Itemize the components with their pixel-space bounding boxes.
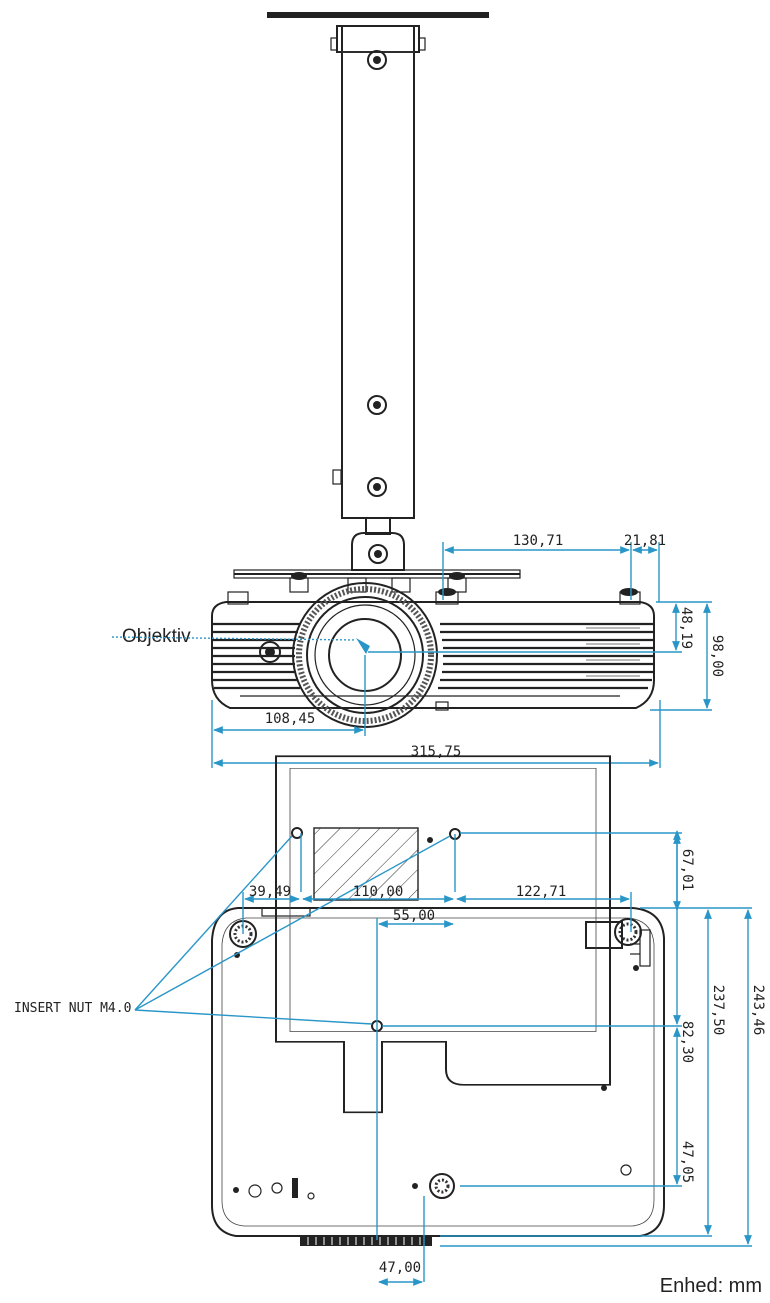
dim-55-00: 55,00 bbox=[393, 908, 435, 924]
mount-collar bbox=[336, 25, 420, 53]
dim-47-05: 47,05 bbox=[679, 1141, 695, 1183]
insert-nut-callout-label: INSERT NUT M4.0 bbox=[14, 1001, 131, 1016]
front-body-outline bbox=[211, 601, 655, 709]
front-vent-right bbox=[438, 622, 654, 690]
dim-243-46: 243,46 bbox=[750, 985, 766, 1036]
lens-callout-leader bbox=[111, 636, 357, 641]
dim-39-49: 39,49 bbox=[249, 884, 291, 900]
ceiling-mount bbox=[233, 12, 521, 593]
front-panel-grille bbox=[586, 627, 640, 677]
pole-bolt-bottom-icon bbox=[367, 477, 387, 497]
recessed-panel bbox=[275, 755, 611, 1114]
dim-237-50: 237,50 bbox=[710, 985, 726, 1036]
ceiling-plate bbox=[267, 12, 489, 18]
pole-clip bbox=[332, 469, 342, 485]
swivel-joint bbox=[351, 532, 405, 571]
dim-82-30: 82,30 bbox=[679, 1021, 695, 1063]
projector-bottom-view bbox=[211, 755, 665, 1246]
security-lock-icon bbox=[248, 1178, 315, 1200]
insert-nut-1-icon bbox=[291, 827, 303, 839]
swivel-neck bbox=[365, 517, 391, 535]
ir-sensor-icon bbox=[259, 641, 281, 663]
focus-ring-gear bbox=[300, 1236, 432, 1246]
front-view-dimensions: 130,71 21,81 48,19 98,00 108,45 315,75 bbox=[211, 533, 725, 768]
bottom-view-dimensions: 39,49 110,00 122,71 55,00 67,01 82,30 47… bbox=[242, 830, 766, 1286]
lens-callout-label: Objektiv bbox=[122, 626, 191, 647]
lens-center-arrow-icon bbox=[356, 638, 370, 654]
io-connector-area bbox=[585, 921, 651, 971]
pole-bolt-top-icon bbox=[367, 50, 387, 70]
rear-foot-right-icon bbox=[614, 918, 642, 946]
dim-48-19: 48,19 bbox=[678, 607, 694, 649]
mount-pole bbox=[341, 25, 415, 519]
front-vent-left bbox=[212, 622, 300, 690]
dim-98-00: 98,00 bbox=[709, 635, 725, 677]
pole-bolt-middle-icon bbox=[367, 395, 387, 415]
front-foot-icon bbox=[429, 1173, 455, 1199]
dim-21-81: 21,81 bbox=[624, 533, 666, 549]
mount-collar-side-left bbox=[330, 37, 338, 51]
projector-front-view bbox=[211, 582, 655, 728]
unit-label: Enhed: mm bbox=[660, 1275, 762, 1297]
dim-47-00: 47,00 bbox=[379, 1260, 421, 1276]
mount-collar-side-right bbox=[418, 37, 426, 51]
dim-67-01: 67,01 bbox=[679, 849, 695, 891]
dim-130-71: 130,71 bbox=[513, 533, 564, 549]
dim-108-45: 108,45 bbox=[265, 711, 316, 727]
dim-110-00: 110,00 bbox=[353, 884, 404, 900]
insert-nut-leaders bbox=[134, 835, 451, 1025]
dim-315-75: 315,75 bbox=[411, 744, 462, 760]
dim-122-71: 122,71 bbox=[516, 884, 567, 900]
